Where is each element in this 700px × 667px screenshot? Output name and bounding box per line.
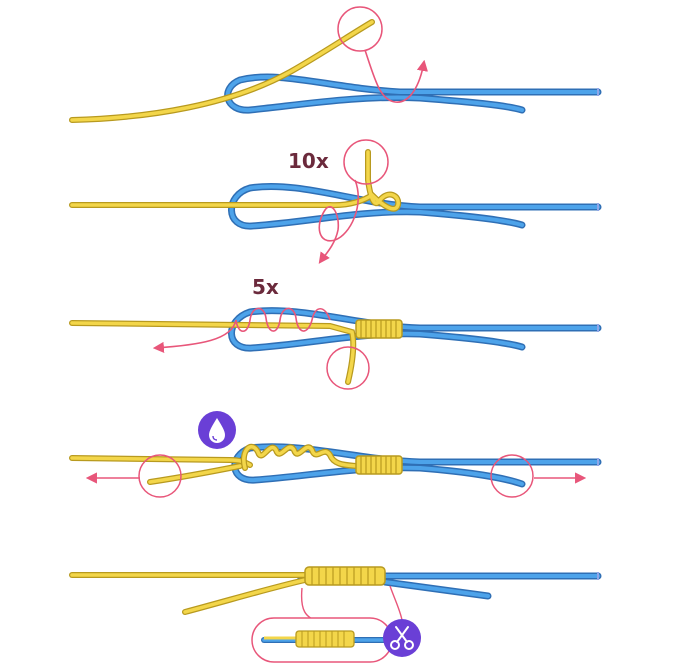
step-5-callout-line (300, 585, 403, 623)
step-1-direction-arrow (364, 49, 428, 103)
step-1-yellow-line (69, 19, 375, 123)
step-3: 5x (69, 275, 602, 390)
step-1-focus-circle (337, 6, 383, 52)
step-3-wrap-block (355, 319, 403, 339)
water-drop-icon (198, 411, 236, 449)
step-4-wrap-block (355, 455, 403, 475)
step-3-yellow-line (69, 320, 357, 385)
step-4-left-focus-circle (138, 454, 182, 498)
step-5-wrap-block (304, 566, 386, 586)
step-4 (69, 411, 602, 498)
step-3-spiral-arrow (152, 307, 331, 353)
step-5 (69, 566, 602, 663)
step-3-focus-circle (326, 346, 370, 390)
scissors-icon (383, 619, 421, 657)
step-2-focus-circle (343, 139, 389, 185)
step-2-wrap-arrow (318, 179, 360, 264)
step-1 (69, 6, 602, 123)
step-2: 10x (69, 139, 602, 264)
step-3-wrap-count: 5x (252, 275, 279, 299)
step-2-wrap-count: 10x (288, 149, 329, 173)
step-4-right-focus-circle (490, 454, 534, 498)
step-5-final-knot (295, 630, 355, 648)
